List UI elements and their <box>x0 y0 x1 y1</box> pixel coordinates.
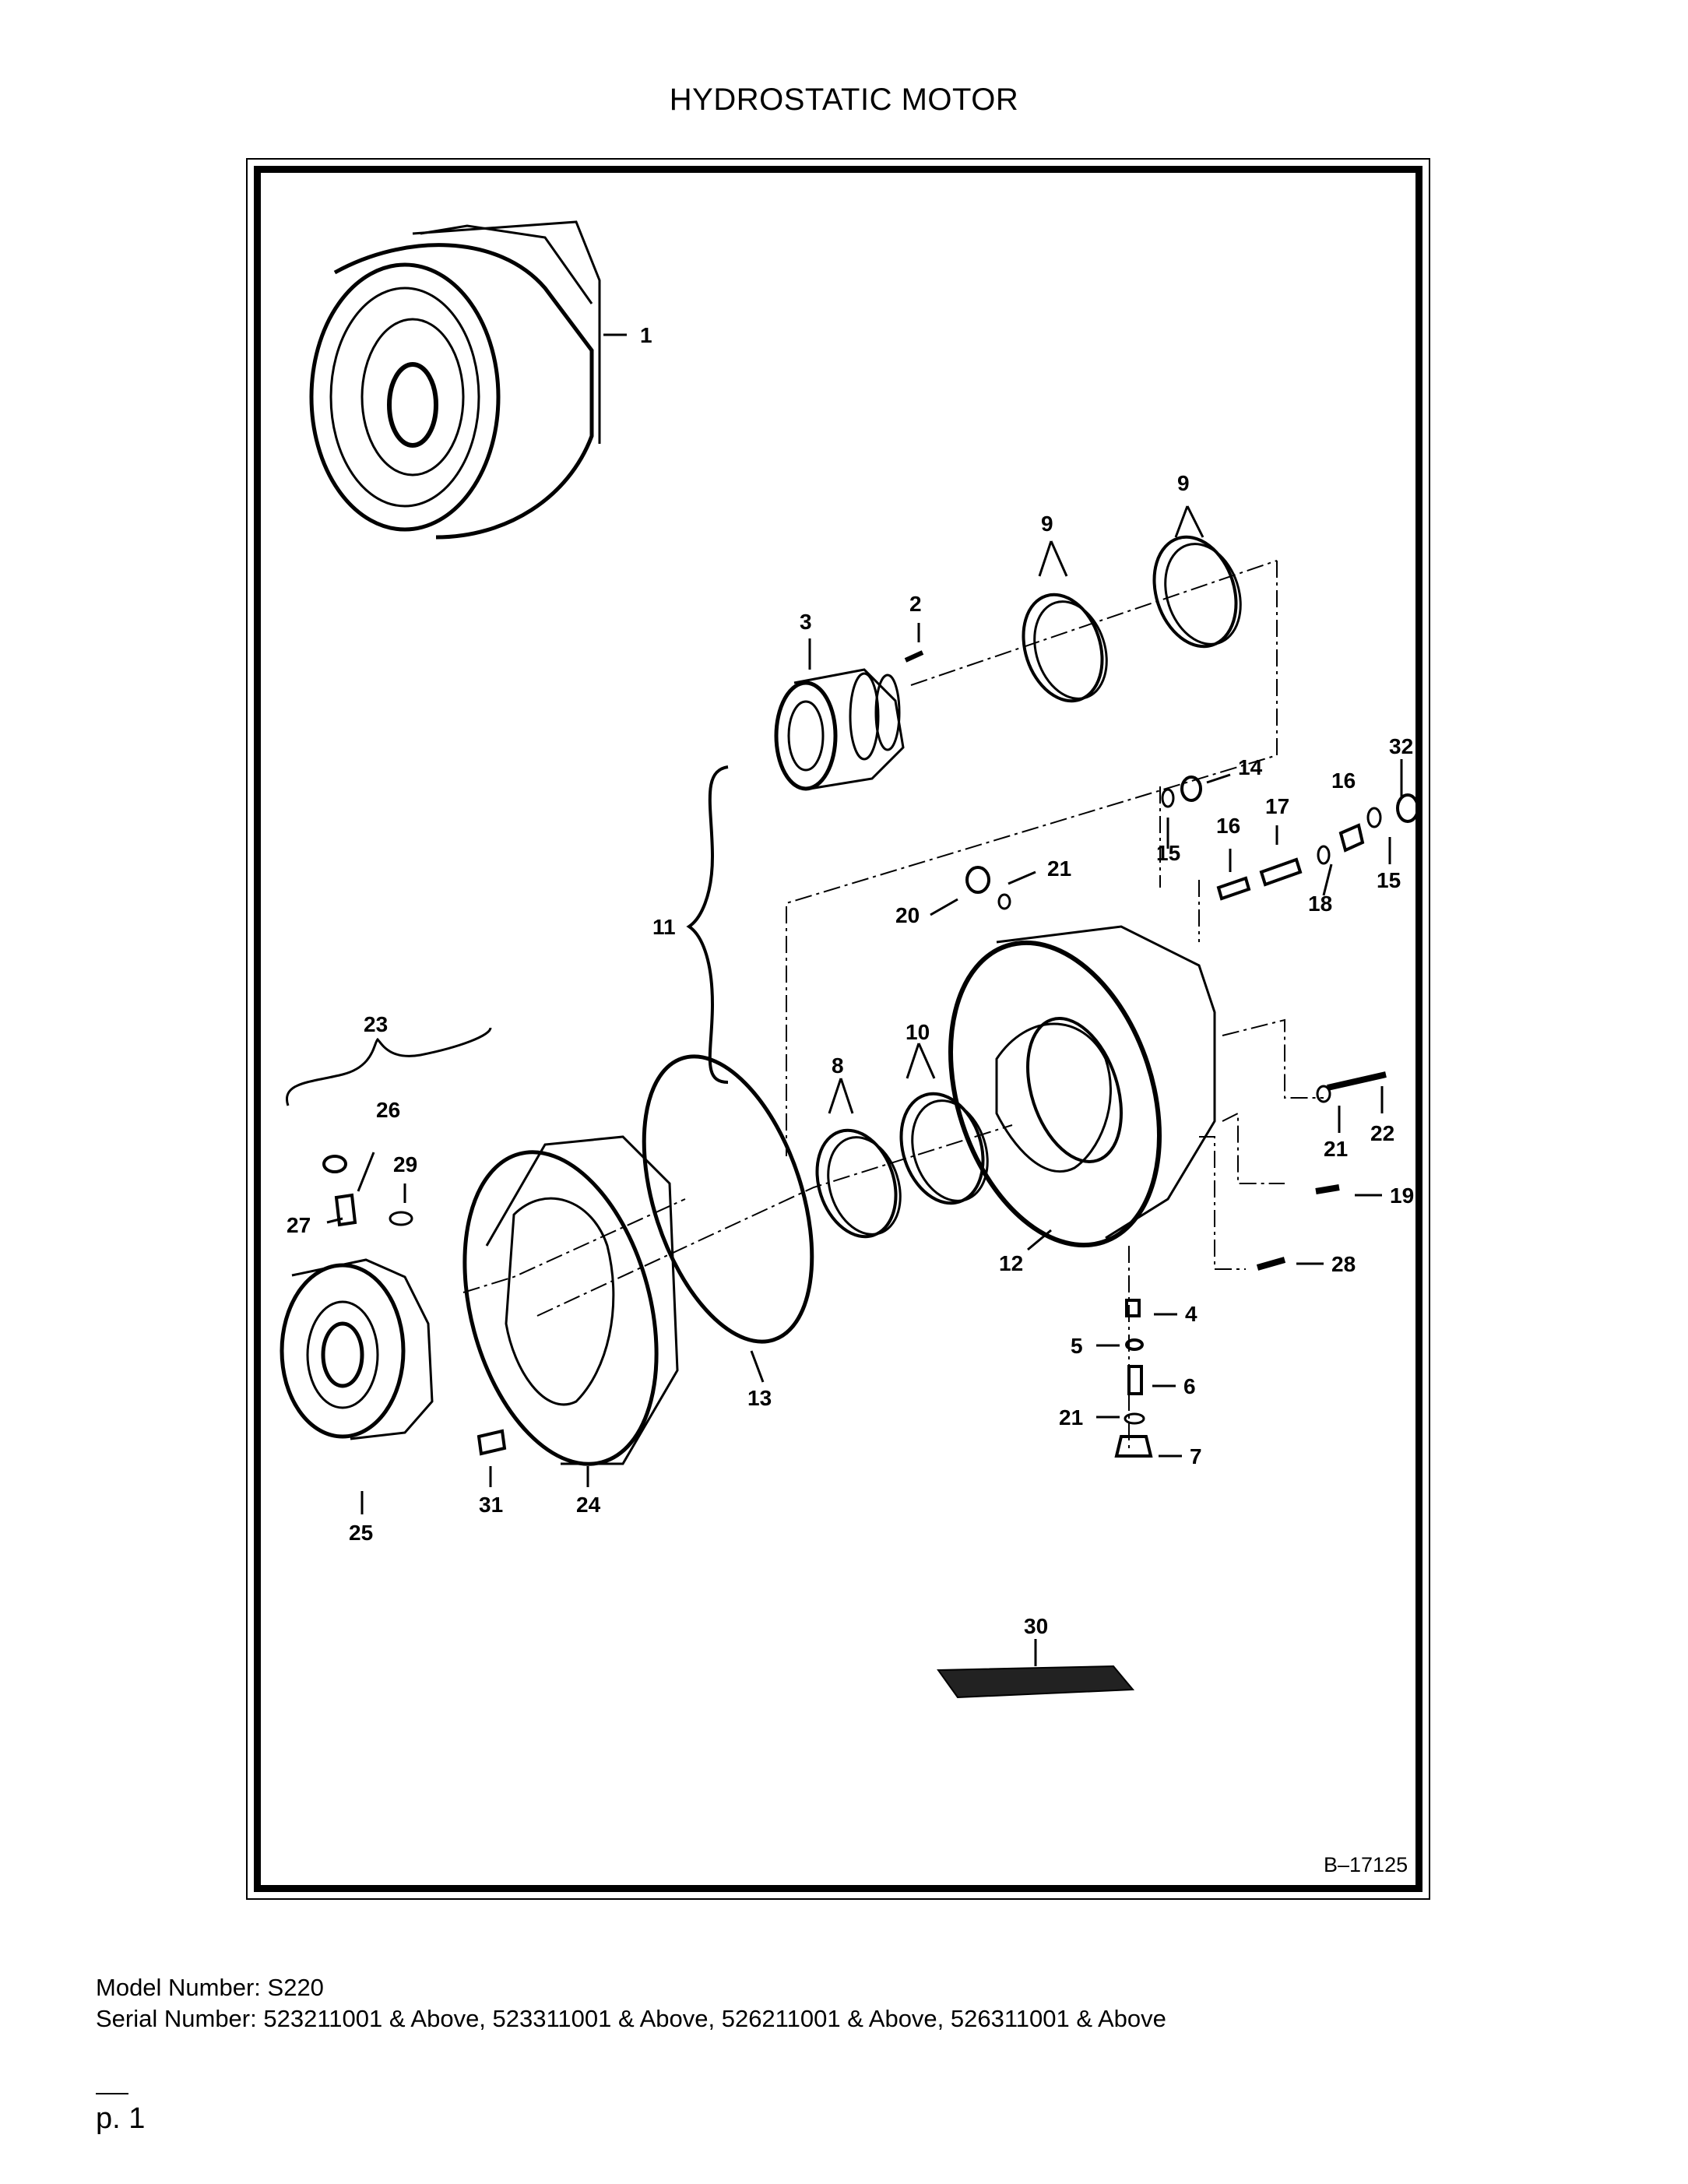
o-ring-drawing <box>642 1054 814 1344</box>
page-rule <box>96 2093 128 2094</box>
part-label: 11 <box>652 915 676 939</box>
figure-frame <box>254 166 1422 1892</box>
part-label: 30 <box>1024 1614 1048 1638</box>
part-label: 9 <box>1041 512 1053 536</box>
motor-assembly-drawing <box>309 220 601 540</box>
part-label: 15 <box>1377 868 1401 892</box>
part-label: 8 <box>832 1053 844 1078</box>
page-number: p. 1 <box>96 2102 146 2135</box>
part-label: 4 <box>1185 1302 1197 1326</box>
pin-drawing <box>904 650 924 663</box>
part-label: 2 <box>909 592 922 616</box>
part-label: 3 <box>800 610 812 634</box>
part-label: 22 <box>1370 1121 1394 1145</box>
part-label: 5 <box>1071 1334 1083 1358</box>
part-label: 16 <box>1331 768 1356 793</box>
part-label: 12 <box>999 1251 1023 1275</box>
part-label: 21 <box>1059 1405 1083 1430</box>
part-label: 23 <box>364 1012 388 1036</box>
part-label: 7 <box>1190 1444 1202 1468</box>
rotor-drawing <box>280 1258 434 1440</box>
part-label: 28 <box>1331 1252 1356 1276</box>
part-label: 29 <box>393 1152 417 1176</box>
part-label: 32 <box>1389 734 1413 758</box>
part-label: 19 <box>1390 1183 1414 1208</box>
figure-frame-outer <box>246 158 1430 1900</box>
ring-gear-drawing <box>462 1135 679 1466</box>
part-label: 10 <box>906 1020 930 1044</box>
bracket-drawing <box>686 765 729 1084</box>
part-label: 25 <box>349 1521 373 1545</box>
model-number: Model Number: S220 <box>96 1974 324 2001</box>
part-label: 13 <box>747 1386 772 1410</box>
part-label: 16 <box>1216 814 1240 838</box>
part-label: 14 <box>1238 755 1263 779</box>
part-label: 1 <box>640 323 652 347</box>
part-callouts: 1 2 3 9 9 14 32 16 17 16 15 15 18 21 20 … <box>287 323 1414 1638</box>
housing-drawing <box>948 925 1216 1248</box>
part-label: 24 <box>576 1493 601 1517</box>
part-label: 27 <box>287 1213 311 1237</box>
part-label: 15 <box>1156 841 1180 865</box>
part-label: 17 <box>1265 794 1289 818</box>
page-title: HYDROSTATIC MOTOR <box>669 83 1019 117</box>
seal-ring-drawing <box>1022 593 1104 703</box>
gasket-drawing <box>937 1665 1135 1699</box>
part-label: 21 <box>1047 856 1071 881</box>
part-label: 9 <box>1177 471 1190 495</box>
serial-number: Serial Number: 523211001 & Above, 523311… <box>96 2005 1166 2032</box>
part-label: 31 <box>479 1493 503 1517</box>
valve-drawing <box>774 668 905 791</box>
part-label: 20 <box>895 903 920 927</box>
part-label: 21 <box>1324 1137 1348 1161</box>
part-label: 18 <box>1308 892 1332 916</box>
part-label: 26 <box>376 1098 400 1122</box>
bracket-23-drawing <box>285 1027 492 1106</box>
part-label: 6 <box>1183 1374 1196 1398</box>
figure-id: B–17125 <box>1324 1853 1408 1876</box>
